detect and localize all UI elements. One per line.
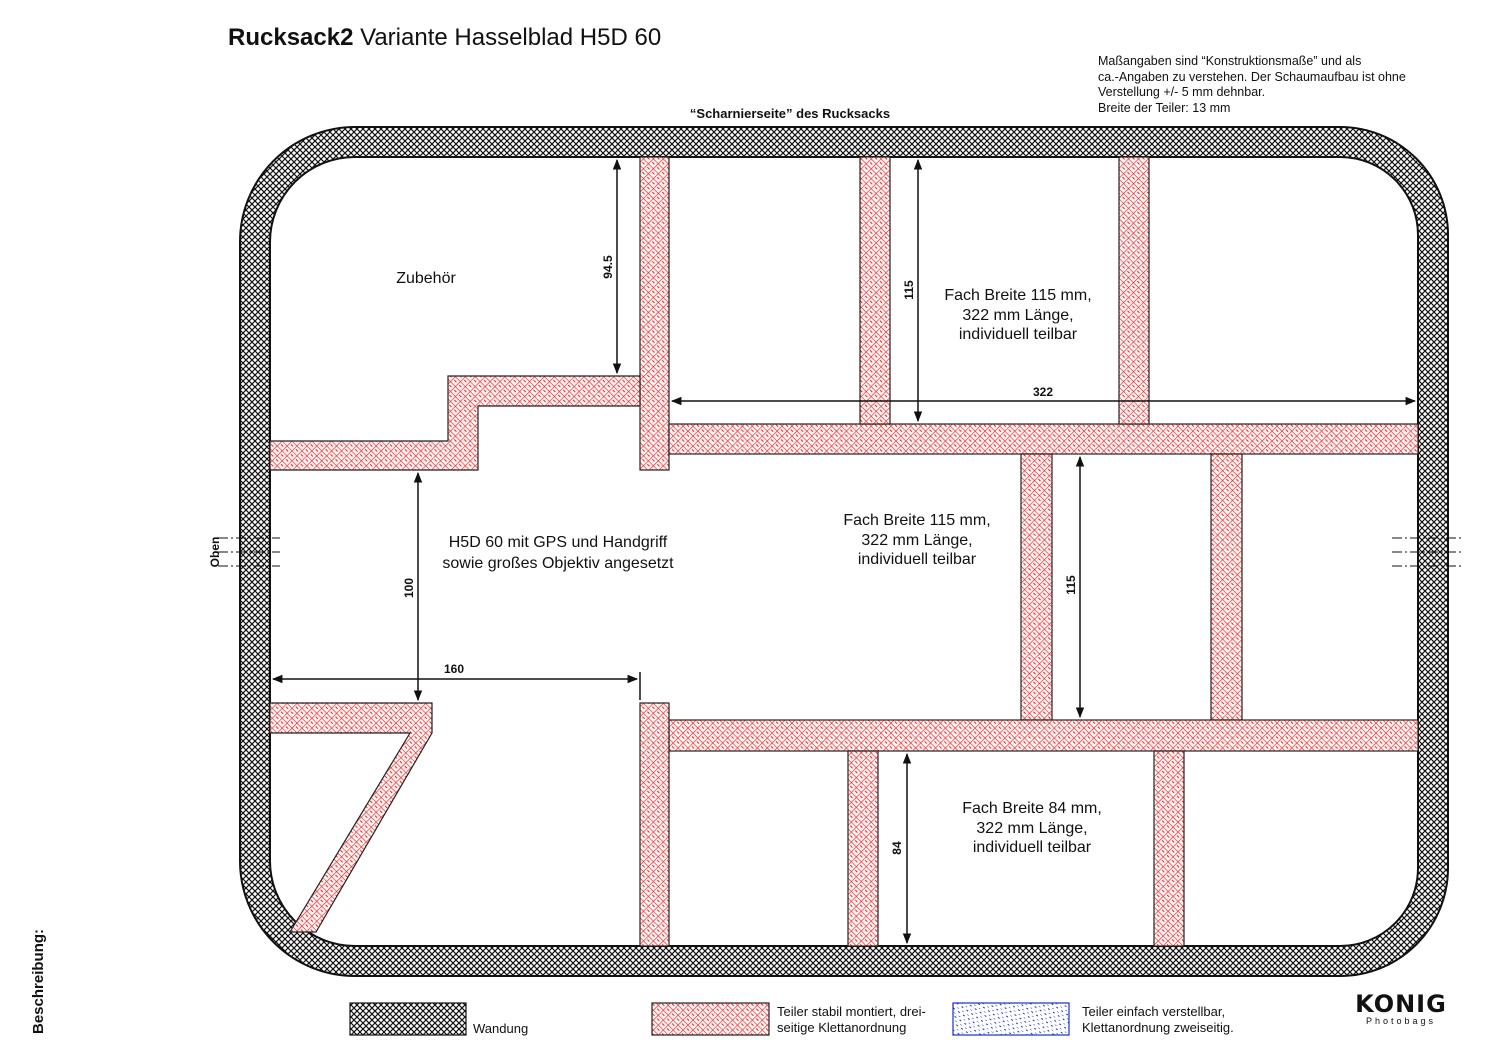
note-line: ca.-Angaben zu verstehen. Der Schaumaufb… [1098, 69, 1406, 84]
legend-swatch-fixed [651, 1002, 770, 1036]
compartment-middle-right-label: Fach Breite 115 mm, [843, 512, 990, 529]
compartment-middle-right-label: 322 mm Länge, [861, 532, 972, 549]
dimension-label-115-top: 115 [902, 280, 916, 300]
divider-vertical-mid-b [1210, 453, 1243, 721]
compartment-upper-right-label: individuell teilbar [959, 326, 1078, 343]
divider-vertical-top-b [1118, 156, 1150, 425]
dimension-label-94: 94.5 [601, 255, 615, 279]
divider-horizontal-lower [668, 719, 1419, 752]
note-line: Maßangaben sind “Konstruktionsmaße” und … [1098, 54, 1362, 68]
brand-logo: KONIG Photobags [1348, 990, 1454, 1026]
legend-label-adjustable: Teiler einfach verstellbar, [1082, 1004, 1225, 1019]
construction-notes: Maßangaben sind “Konstruktionsmaße” und … [1098, 54, 1488, 116]
side-label-oben: Oben [208, 537, 222, 568]
dimension-label-84: 84 [890, 841, 904, 855]
compartment-camera-label: H5D 60 mit GPS und Handgriff [449, 534, 668, 551]
description-label: Beschreibung: [30, 928, 47, 1034]
dimension-label-322: 322 [1033, 385, 1053, 399]
divider-diagonal-lower-left [269, 702, 433, 933]
compartment-upper-right-label: Fach Breite 115 mm, [944, 287, 1091, 304]
dimension-lines [271, 158, 1417, 945]
legend-label-fixed: Teiler stabil montiert, drei- [777, 1004, 926, 1019]
compartment-lower-right-label: Fach Breite 84 mm, [962, 800, 1102, 817]
compartment-lower-right-label: 322 mm Länge, [976, 820, 1087, 837]
divider-vertical-center-upper [639, 156, 670, 471]
divider-vertical-bottom-b [1153, 750, 1185, 947]
brand-subtitle: Photobags [1365, 1016, 1437, 1026]
compartment-lower-right-label: individuell teilbar [973, 839, 1092, 856]
divider-horizontal-upper [668, 423, 1419, 455]
wall-frame [239, 126, 1449, 977]
note-line: Breite der Teiler: 13 mm [1098, 100, 1231, 115]
dimension-label-115-mid: 115 [1064, 575, 1078, 595]
compartment-accessory-label: Zubehör [396, 270, 456, 287]
brand-name: KONIG [1355, 990, 1447, 1018]
title-rest: Variante Hasselblad H5D 60 [353, 24, 662, 51]
legend-swatch-adjustable [952, 1002, 1070, 1036]
divider-vertical-top-a [859, 156, 891, 425]
legend: Wandung Teiler stabil montiert, drei- se… [349, 1002, 1234, 1036]
legend-swatch-wall [349, 1002, 467, 1036]
compartment-upper-right-label: 322 mm Länge, [962, 307, 1073, 324]
dimension-label-160: 160 [444, 662, 464, 676]
divider-step-upper-left [269, 375, 641, 471]
divider-vertical-mid-a [1020, 453, 1053, 721]
fixed-dividers [269, 156, 1419, 947]
legend-label-fixed: seitige Klettanordnung [777, 1020, 906, 1035]
compartment-camera-label: sowie großes Objektiv angesetzt [442, 555, 674, 572]
legend-label-wall: Wandung [473, 1021, 528, 1036]
compartment-middle-right-label: individuell teilbar [858, 551, 977, 568]
note-line: Verstellung +/- 5 mm dehnbar. [1098, 85, 1266, 99]
top-side-label: “Scharnierseite” des Rucksacks [690, 106, 890, 121]
dimension-label-100: 100 [402, 578, 416, 598]
page-title: Rucksack2 Variante Hasselblad H5D 60 [228, 24, 661, 52]
divider-vertical-bottom-a [847, 750, 879, 947]
legend-label-adjustable: Klettanordnung zweiseitig. [1082, 1020, 1234, 1035]
title-bold: Rucksack2 [228, 24, 354, 51]
center-marks [218, 537, 1462, 567]
divider-vertical-center-lower [639, 702, 670, 947]
